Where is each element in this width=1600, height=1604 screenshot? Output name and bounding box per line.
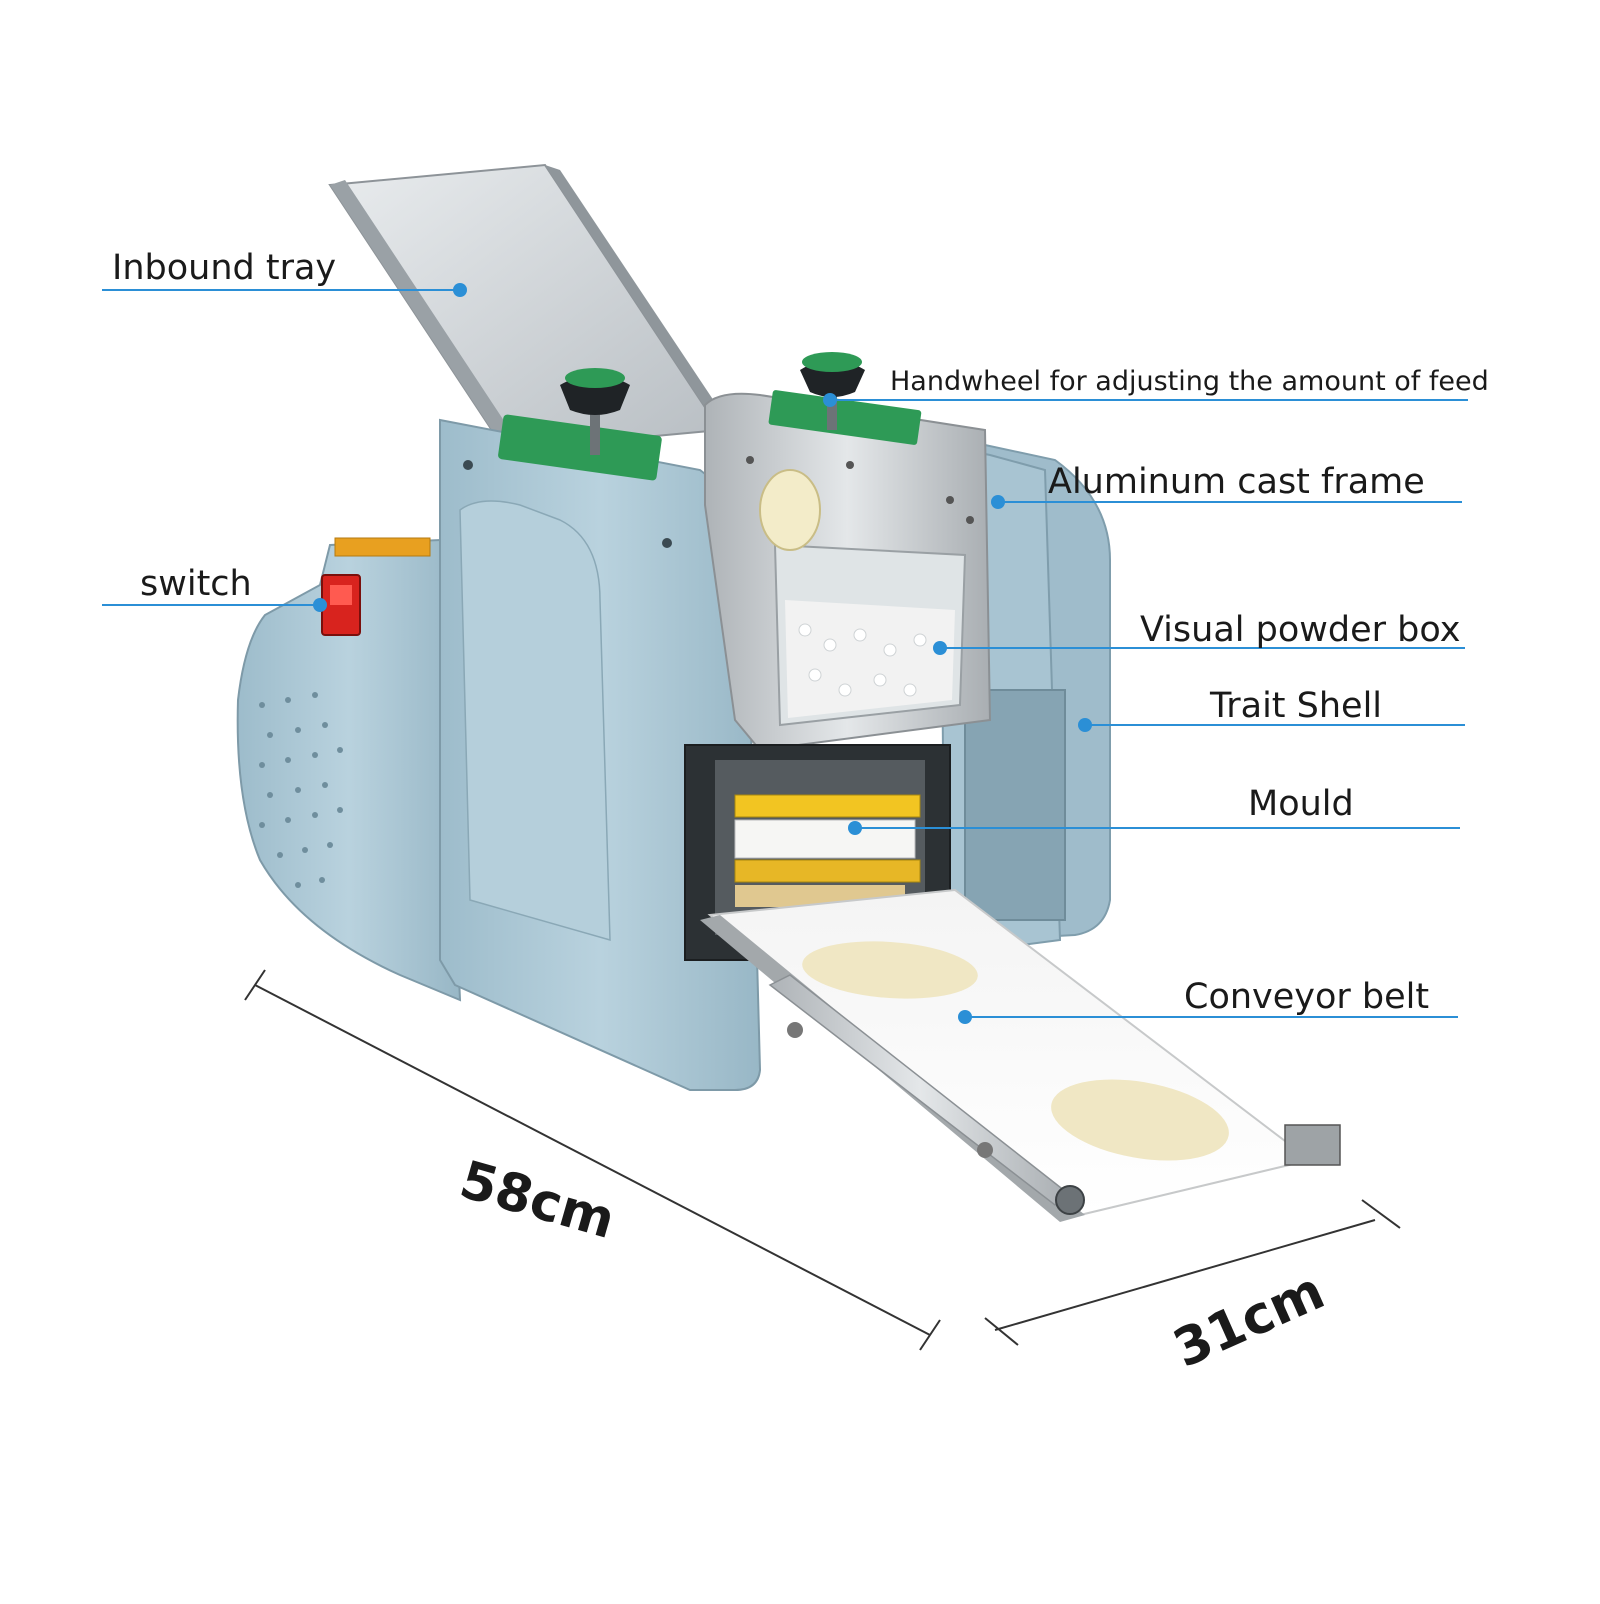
dot-aluminum-frame: [991, 495, 1005, 509]
leader-lines: [102, 289, 1468, 1018]
main-shell: [439, 414, 762, 1091]
dot-powder-box: [933, 641, 947, 655]
dot-conveyor-belt: [958, 1010, 972, 1024]
dot-mould: [848, 821, 862, 835]
label-handwheel: Handwheel for adjusting the amount of fe…: [890, 366, 1489, 397]
label-switch: switch: [140, 564, 252, 604]
dimension-line-width: [984, 1199, 1401, 1346]
label-powder-box: Visual powder box: [1140, 610, 1461, 650]
label-inbound-tray: Inbound tray: [112, 248, 337, 288]
motor-housing: [236, 537, 462, 1002]
dot-inbound-tray: [453, 283, 467, 297]
label-mould: Mould: [1248, 784, 1354, 824]
dot-trait-shell: [1078, 718, 1092, 732]
vent-holes: [259, 692, 343, 888]
conveyor-belt: [700, 888, 1341, 1222]
label-trait-shell: Trait Shell: [1210, 686, 1383, 726]
dot-handwheel: [823, 393, 837, 407]
inbound-tray: [328, 163, 730, 452]
power-switch[interactable]: [321, 574, 361, 636]
handwheel-left[interactable]: [560, 368, 630, 455]
label-conveyor-belt: Conveyor belt: [1184, 977, 1430, 1017]
dot-switch: [313, 598, 327, 612]
leader-dots: [313, 283, 1092, 1024]
label-aluminum-frame: Aluminum cast frame: [1048, 462, 1425, 502]
dimension-line-length: [244, 969, 941, 1351]
powder-box: [759, 469, 967, 727]
